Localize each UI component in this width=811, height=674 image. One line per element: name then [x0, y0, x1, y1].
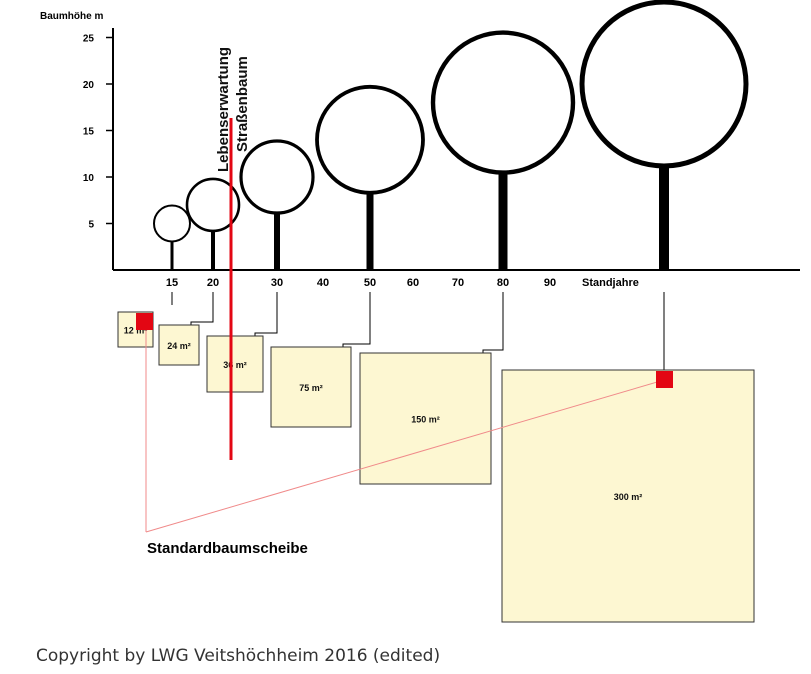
tree-crown [315, 84, 425, 195]
leader-line [342, 292, 371, 347]
tree-crown [239, 139, 315, 215]
tree-crown [579, 0, 749, 169]
x-tick-label: 90 [544, 277, 556, 289]
x-tick-label: 15 [166, 277, 178, 289]
leader-line [482, 292, 504, 353]
x-tick-label: 40 [317, 277, 329, 289]
y-tick-label: 10 [83, 173, 95, 184]
y-axis-title: Baumhöhe m [40, 11, 103, 22]
planting-area-label: 36 m² [223, 360, 247, 370]
x-tick-label: 60 [407, 277, 419, 289]
leader-line [190, 292, 214, 325]
x-tick-label: 50 [364, 277, 376, 289]
tree-crown [153, 204, 191, 243]
tree-crown [430, 30, 576, 175]
life-expectancy-label-line2: Straßenbaum [234, 56, 251, 152]
planting-area-square [501, 369, 755, 623]
planting-area-square [359, 352, 492, 485]
tree-crown [185, 177, 241, 233]
planting-area-label: 75 m² [299, 383, 323, 393]
standard-marker-large [656, 371, 673, 388]
planting-area-square [158, 324, 200, 366]
planting-area-square [270, 346, 352, 428]
y-tick-label: 20 [83, 80, 95, 91]
standard-label: Standardbaumscheibe [147, 540, 308, 557]
y-tick-label: 5 [88, 220, 94, 231]
life-expectancy-label-line1: Lebenserwartung [215, 47, 232, 172]
x-tick-label: 70 [452, 277, 464, 289]
planting-area-label: 12 m² [124, 326, 148, 336]
planting-area-square [206, 335, 264, 393]
planting-area-label: 24 m² [167, 341, 191, 351]
standard-guide-diagonal [145, 379, 665, 533]
standard-marker-small [136, 313, 153, 330]
leader-line [254, 292, 278, 336]
x-tick-label: 80 [497, 277, 509, 289]
x-tick-label: 30 [271, 277, 283, 289]
y-tick-label: 25 [83, 34, 95, 45]
copyright-caption: Copyright by LWG Veitshöchheim 2016 (edi… [36, 646, 441, 666]
x-axis-title: Standjahre [582, 277, 639, 289]
y-tick-label: 15 [83, 127, 95, 138]
x-tick-label: 20 [207, 277, 219, 289]
planting-area-label: 150 m² [411, 415, 440, 425]
planting-area-label: 300 m² [614, 492, 643, 502]
